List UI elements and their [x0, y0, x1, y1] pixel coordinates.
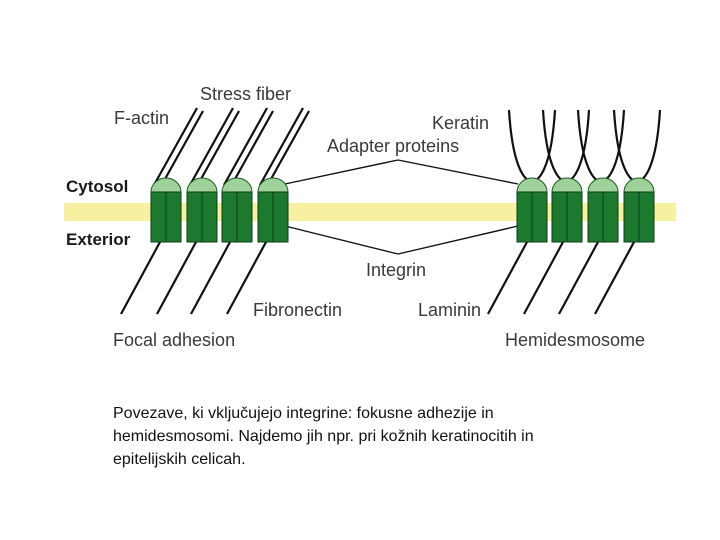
integrin-unit: [516, 177, 548, 243]
integrin-unit: [150, 177, 182, 243]
integrin-subunit: [587, 191, 604, 243]
integrin-subunit: [551, 191, 568, 243]
integrin-subunit: [236, 191, 253, 243]
integrin-subunit: [221, 191, 238, 243]
label-integrin: Integrin: [366, 260, 426, 280]
integrin-unit: [257, 177, 289, 243]
label-hemidesmosome: Hemidesmosome: [505, 330, 645, 350]
keratin-filaments: [507, 109, 662, 184]
adapter-protein: [150, 177, 182, 193]
label-laminin: Laminin: [418, 300, 481, 320]
integrin-subunit: [201, 191, 218, 243]
label-stress-fiber: Stress fiber: [200, 84, 291, 104]
integrin-subunit: [186, 191, 203, 243]
adapter-protein: [587, 177, 619, 193]
fibronectin-fibers: [120, 241, 267, 315]
integrin-subunit: [150, 191, 167, 243]
integrin-subunit: [602, 191, 619, 243]
label-focal-adhesion: Focal adhesion: [113, 330, 235, 350]
integrin-unit: [623, 177, 655, 243]
adapter-protein: [551, 177, 583, 193]
adapter-protein: [221, 177, 253, 193]
integrin-subunit: [566, 191, 583, 243]
label-exterior: Exterior: [66, 230, 131, 249]
label-f-actin: F-actin: [114, 108, 169, 128]
adapter-protein: [186, 177, 218, 193]
stress-fibers: [153, 107, 310, 189]
integrin-subunit: [623, 191, 640, 243]
integrin-junctions-diagram: Stress fiber F-actin Keratin Adapter pro…: [64, 84, 676, 350]
integrin-unit: [186, 177, 218, 243]
pointer-lines: [284, 159, 519, 255]
integrin-subunit: [531, 191, 548, 243]
label-keratin: Keratin: [432, 113, 489, 133]
integrin-subunit: [165, 191, 182, 243]
adapter-protein: [257, 177, 289, 193]
laminin-fibers: [487, 241, 635, 315]
adapter-protein: [516, 177, 548, 193]
adapter-protein: [623, 177, 655, 193]
caption-text: Povezave, ki vključujejo integrine: foku…: [113, 405, 534, 468]
label-adapter-proteins: Adapter proteins: [327, 136, 459, 156]
integrin-unit: [551, 177, 583, 243]
integrin-subunit: [638, 191, 655, 243]
integrin-unit: [587, 177, 619, 243]
integrin-subunit: [516, 191, 533, 243]
label-fibronectin: Fibronectin: [253, 300, 342, 320]
integrin-subunit: [272, 191, 289, 243]
label-cytosol: Cytosol: [66, 177, 128, 196]
integrin-unit: [221, 177, 253, 243]
integrin-subunit: [257, 191, 274, 243]
